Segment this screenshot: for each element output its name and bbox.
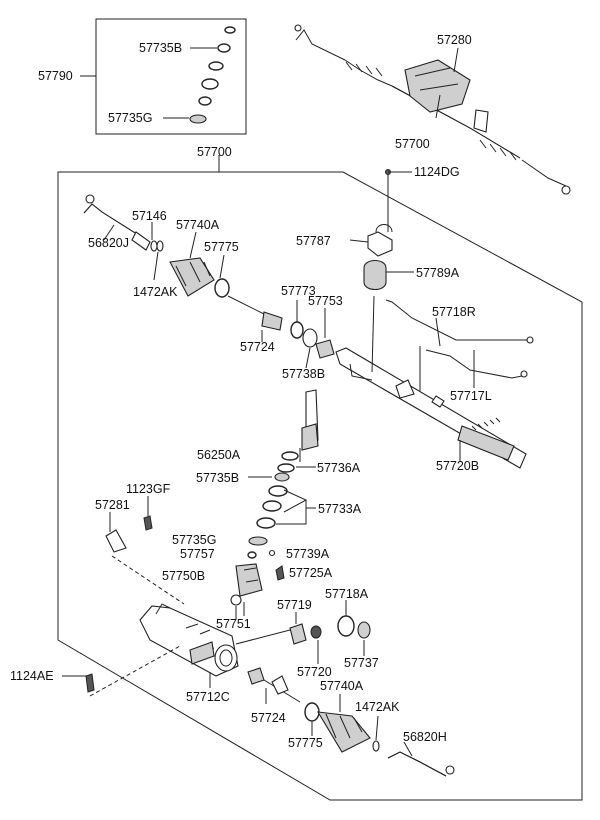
main-frame	[57, 171, 583, 801]
label-57719: 57719	[277, 598, 312, 612]
label-57720B: 57720B	[436, 459, 479, 473]
label-57735G: 57735G	[172, 533, 216, 547]
label-57724-bottom: 57724	[251, 711, 286, 725]
label-57720: 57720	[297, 665, 332, 679]
label-57146: 57146	[132, 209, 167, 223]
seals-upper	[290, 300, 335, 369]
label-57753: 57753	[308, 294, 343, 308]
boot-top	[169, 231, 230, 298]
label-57736A: 57736A	[317, 461, 361, 475]
label-57775-bottom: 57775	[288, 736, 323, 750]
label-56820J: 56820J	[88, 236, 129, 250]
label-57281: 57281	[95, 498, 130, 512]
label-57718R: 57718R	[432, 305, 476, 319]
seal-kit-box	[80, 18, 247, 135]
label-57740A-top: 57740A	[176, 218, 220, 232]
label-57757: 57757	[180, 547, 215, 561]
cover-bracket	[105, 496, 185, 605]
rack-housing	[335, 295, 527, 469]
label-57790: 57790	[38, 69, 73, 83]
mount-bracket	[349, 169, 414, 291]
label-57751: 57751	[216, 617, 251, 631]
label-57773: 57773	[281, 284, 316, 298]
label-1124AE: 1124AE	[10, 669, 54, 683]
tie-rod-end-left	[83, 194, 164, 281]
label-57750B: 57750B	[162, 569, 205, 583]
yoke-assembly	[230, 536, 285, 620]
label-57700: 57700	[197, 145, 232, 159]
label-57724-top: 57724	[240, 340, 275, 354]
label-1472AK-bottom: 1472AK	[355, 700, 400, 714]
label-56820H: 56820H	[403, 730, 447, 744]
label-1123GF: 1123GF	[126, 482, 171, 496]
label-57740A-bottom: 57740A	[320, 679, 364, 693]
inner-tie-rod-top	[227, 295, 283, 342]
label-1472AK-top: 1472AK	[133, 285, 178, 299]
label-57735G-kit: 57735G	[108, 111, 152, 125]
label-57789A: 57789A	[416, 266, 460, 280]
label-57717L: 57717L	[450, 389, 492, 403]
label-57712C: 57712C	[186, 690, 230, 704]
label-57787: 57787	[296, 234, 331, 248]
pinion-shaft	[299, 389, 319, 462]
label-57735B: 57735B	[196, 471, 239, 485]
label-57725A: 57725A	[289, 566, 333, 580]
label-57739A: 57739A	[286, 547, 330, 561]
label-57733A: 57733A	[318, 502, 362, 516]
assembly-overview	[294, 24, 571, 195]
label-57700-overview: 57700	[395, 137, 430, 151]
label-56250A: 56250A	[197, 448, 241, 462]
label-57775-top: 57775	[204, 240, 239, 254]
mount-bolt	[62, 645, 181, 697]
label-57737: 57737	[344, 656, 379, 670]
label-57735B-kit: 57735B	[139, 41, 182, 55]
label-57738B: 57738B	[282, 367, 325, 381]
label-57718A: 57718A	[325, 587, 369, 601]
part-labels: 57790 57735B 57735G 57280 57700 57700 11…	[10, 33, 492, 750]
seal-stack-middle	[248, 451, 316, 529]
label-57280: 57280	[437, 33, 472, 47]
gear-housing	[139, 602, 291, 688]
feed-tubes	[385, 299, 534, 388]
lower-tie-rod	[247, 667, 455, 777]
seals-right	[289, 600, 371, 664]
label-1124DG: 1124DG	[414, 165, 460, 179]
